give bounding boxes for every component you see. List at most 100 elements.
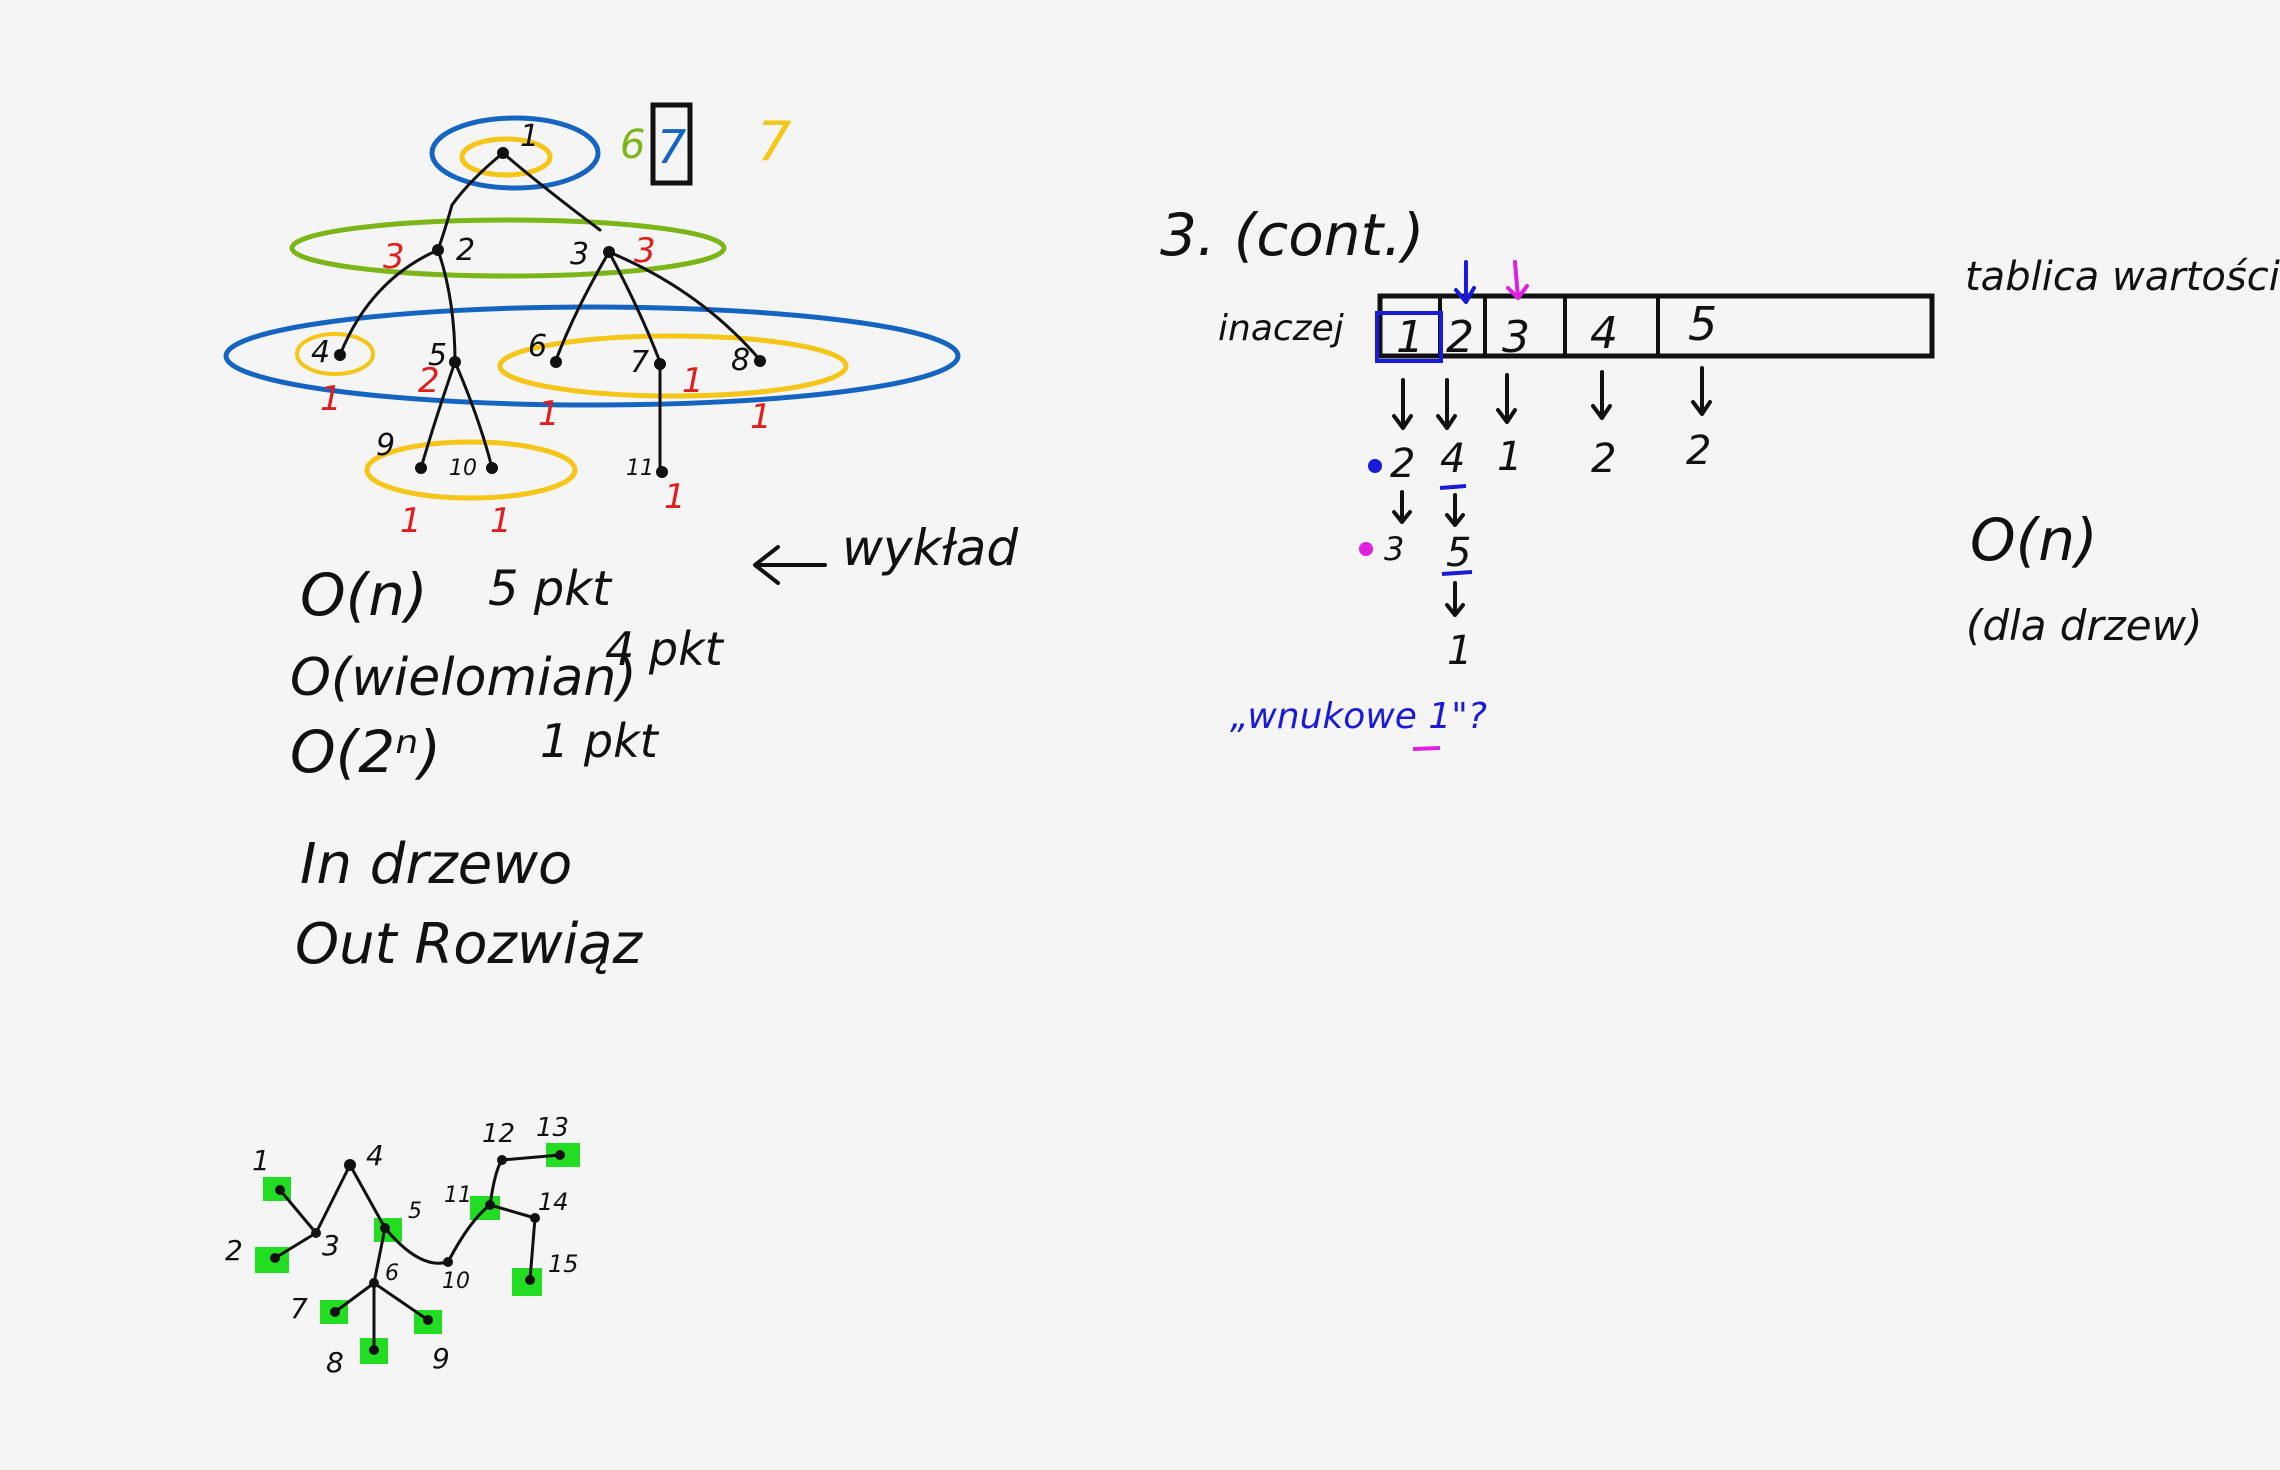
boxed-digit-frame [650,102,693,186]
down-arrow-icon [1445,493,1465,527]
tree2-node-8 [369,1345,379,1355]
tree2-label-1: 1 [252,1144,270,1177]
complexity-row2-expr: O(wielomian) [290,648,637,708]
tree-1-edges [338,151,762,472]
tree1-node-6 [550,356,562,368]
magenta-dot-marker [1359,542,1373,556]
down-arrow-icon [1392,378,1413,430]
section3-title: 3. (cont.) [1160,201,1424,269]
tree-1: 1 2 3 4 5 6 7 8 9 10 11 3 3 1 2 1 1 1 1 … [223,102,961,541]
section3-complexity: O(n) [1970,506,2098,574]
complexity-row1-pts: 5 pkt [488,561,613,617]
tree2-label-3: 3 [322,1229,340,1262]
tree2-nodes [270,1150,565,1355]
chain-col2-value-2: 1 [1447,628,1472,674]
value-4: 2 [1591,436,1616,482]
tree1-red-2: 3 [383,237,405,277]
value-1: 2 [1390,441,1415,487]
tree1-label-1: 1 [520,119,539,154]
level-ellipse-blue-large [223,304,961,408]
tree2-label-5: 5 [408,1199,422,1224]
tree2-label-12: 12 [482,1119,515,1149]
down-arrows [1392,366,1712,617]
section3-note: „wnukowe 1"? [1230,696,1487,737]
tree1-red-9: 1 [400,501,422,541]
value-5: 2 [1686,428,1711,474]
tree2-label-7: 7 [290,1292,308,1325]
level-ellipse-yellow-4 [295,332,375,376]
drzewo-line-2: Out Rozwiąz [295,912,644,977]
level-ellipse-green [289,217,727,279]
array-cell-2: 2 [1446,312,1474,363]
tree1-red-7: 1 [682,361,704,401]
tree2-node-15 [525,1275,535,1285]
tree2-label-9: 9 [432,1342,450,1375]
tree2-label-10: 10 [442,1269,470,1294]
tree-2: 1 2 3 4 5 6 7 8 9 10 11 12 13 14 15 [225,1113,580,1379]
blue-pointer-arrow-icon [1454,260,1476,304]
tree2-label-8: 8 [326,1346,344,1379]
tree2-node-5 [380,1223,390,1233]
left-arrow-icon [753,545,827,585]
tree2-node-12 [497,1155,507,1165]
tree1-label-4: 4 [311,335,330,370]
value-3: 1 [1497,434,1522,480]
level-ellipse-blue-root [429,115,601,191]
section3-left-label: inaczej [1218,308,1344,349]
tree2-label-11: 11 [444,1183,472,1208]
array-cell-4: 4 [1590,308,1618,359]
section3-complexity-note: (dla drzew) [1966,601,2202,650]
tree-1-nodes [334,147,766,478]
tree1-red-8: 1 [750,397,772,437]
tree1-label-9: 9 [376,428,395,463]
tree2-node-4 [344,1159,356,1171]
blue-dot-marker [1368,459,1382,473]
complexity-row3-expr: O(2ⁿ) [290,718,441,786]
top-blue-digit: 7 [657,120,686,174]
tree2-node-6 [369,1278,379,1288]
down-arrow-icon [1591,370,1612,420]
array-cell-highlight [1375,311,1443,363]
tree1-label-6: 6 [528,329,547,364]
tree1-label-11: 11 [626,456,654,481]
tree2-node-3 [311,1228,321,1238]
down-arrow-icon [1691,366,1712,416]
drzewo-line-1: In drzewo [300,832,572,897]
array-cell-3: 3 [1502,312,1530,363]
down-arrow-icon [1436,378,1457,430]
section-3: 3. (cont.) inaczej tablica wartości 1 2 … [1160,201,2280,751]
tree2-node-11 [485,1200,495,1210]
tree2-label-13: 13 [536,1113,569,1143]
tree2-node-1 [275,1185,285,1195]
tree1-label-2: 2 [456,233,475,268]
tree1-label-7: 7 [630,345,649,380]
array-cell-5: 5 [1688,297,1717,351]
tree1-label-5: 5 [428,338,447,373]
value-2: 4 [1440,436,1465,482]
tree2-label-15: 15 [548,1250,579,1278]
down-arrow-icon [1392,490,1412,524]
tree1-red-10: 1 [490,501,512,541]
complexity-row1-expr: O(n) [300,561,428,629]
magenta-underline [1412,746,1441,751]
blue-underline [1441,570,1473,576]
tree2-node-10 [443,1257,453,1267]
value-array: 1 2 3 4 5 [1375,293,1935,363]
tree1-label-3: 3 [570,237,589,272]
level-ellipse-yellow-root [459,136,553,178]
tree2-label-6: 6 [385,1261,399,1286]
tree2-node-14 [530,1213,540,1223]
magenta-pointer-arrow-icon [1506,260,1529,300]
tree1-label-10: 10 [449,456,477,481]
tree2-label-14: 14 [538,1188,569,1216]
tree1-label-8: 8 [731,343,750,378]
tree1-node-2 [432,244,444,256]
tree1-red-11: 1 [664,477,686,517]
tree1-red-5: 2 [418,361,440,401]
tree1-red-4: 1 [320,379,342,419]
blue-underline [1439,484,1467,490]
top-green-digit: 6 [620,122,645,168]
top-yellow-digit: 7 [757,110,791,173]
tree1-red-6: 1 [538,394,560,434]
